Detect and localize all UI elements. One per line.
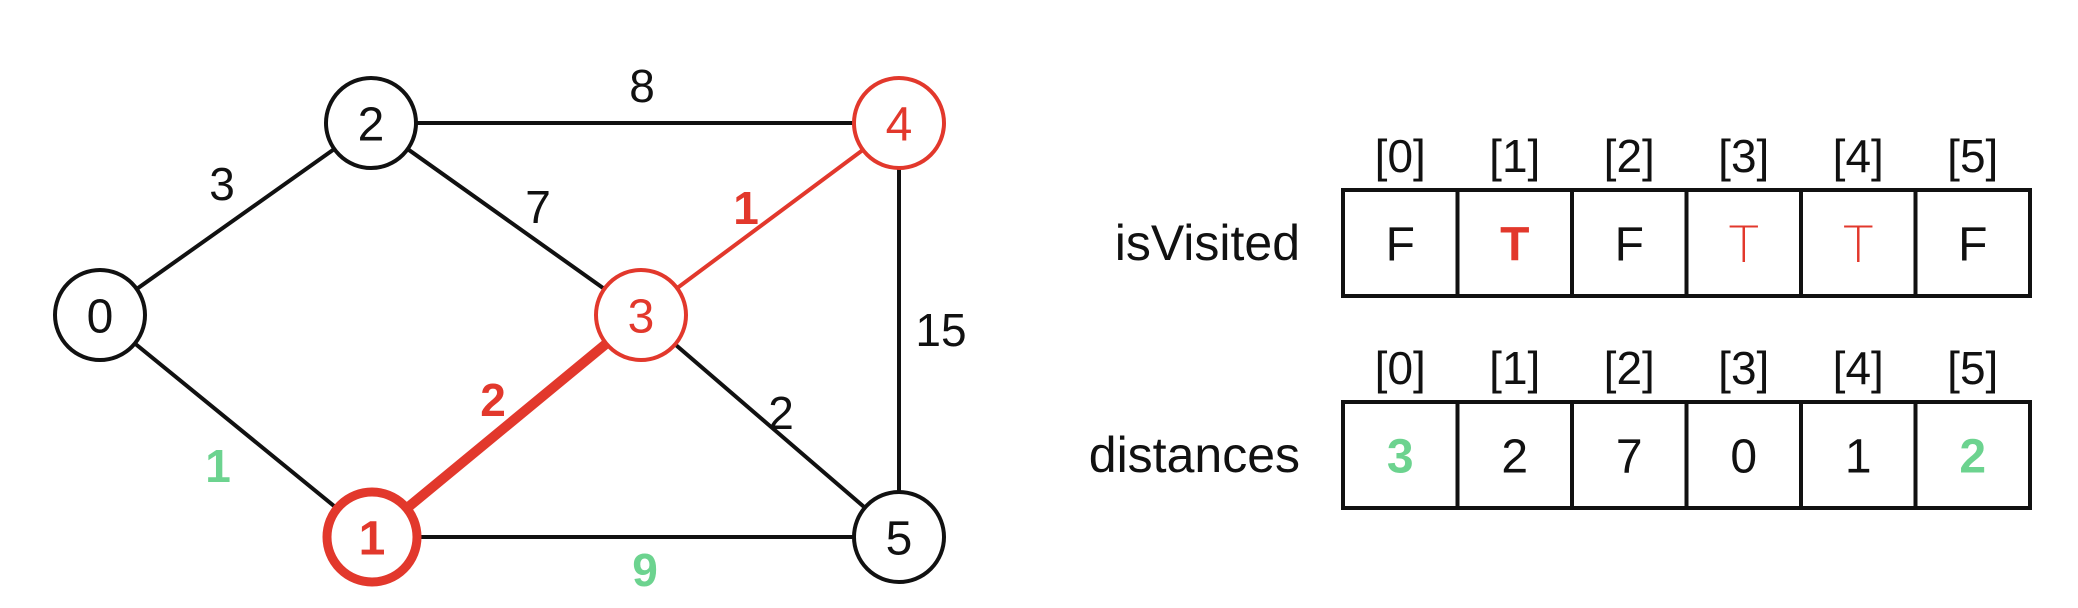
- array-index-label: [2]: [1604, 342, 1655, 394]
- edge-weight-1-5: 9: [632, 544, 658, 596]
- array-cell-distances-5: 2: [1959, 431, 1986, 484]
- array-index-label: [5]: [1947, 342, 1998, 394]
- node-5: 5: [852, 490, 946, 584]
- node-circle-1: [322, 487, 422, 587]
- array-cell-distances-0: 3: [1387, 431, 1414, 484]
- edge-weight-2-3: 7: [525, 181, 551, 233]
- array-index-label: [2]: [1604, 130, 1655, 182]
- array-cell-isVisited-2: F: [1615, 219, 1644, 272]
- array-name-isVisited: isVisited: [1115, 215, 1300, 271]
- edge-weight-4-5: 15: [915, 304, 966, 356]
- edge-weight-1-3: 2: [480, 374, 506, 426]
- edge-3-4: [639, 121, 901, 317]
- state-arrays: isVisited [0] F [1] T [2] F [3] T [4] T [5] Fdistanc…: [1089, 130, 2032, 510]
- array-distances: distances [0] 3 [1] 2 [2] 7 [3] 0 [4] 1 [5] 2: [1089, 342, 2032, 510]
- array-index-label: [0]: [1375, 130, 1426, 182]
- node-circle-5: [852, 490, 946, 584]
- edge-weight-3-4: 1: [733, 182, 759, 234]
- node-circle-3: [594, 268, 688, 362]
- node-1: 1: [322, 487, 422, 587]
- graph-edges: [98, 121, 901, 541]
- graph-nodes: 0 1 2 3 4 5: [53, 76, 946, 587]
- node-label-4: 4: [886, 99, 913, 152]
- node-label-1: 1: [359, 513, 386, 566]
- node-4: 4: [852, 76, 946, 170]
- node-circle-0: [53, 268, 147, 362]
- node-label-3: 3: [628, 291, 655, 344]
- edge-3-5: [639, 313, 901, 539]
- edge-weight-2-4: 8: [629, 60, 655, 112]
- edge-0-2: [98, 121, 373, 317]
- array-name-distances: distances: [1089, 427, 1300, 483]
- node-circle-4: [852, 76, 946, 170]
- array-index-label: [3]: [1718, 342, 1769, 394]
- edge-1-3: [368, 311, 645, 541]
- array-cell-isVisited-4: T: [1843, 216, 1874, 274]
- edge-2-3: [369, 121, 643, 317]
- node-0: 0: [53, 268, 147, 362]
- array-cell-distances-3: 0: [1730, 431, 1757, 484]
- array-index-label: [4]: [1833, 342, 1884, 394]
- array-index-label: [1]: [1489, 130, 1540, 182]
- edge-weight-0-2: 3: [209, 158, 235, 210]
- node-3: 3: [594, 268, 688, 362]
- array-cell-distances-1: 2: [1501, 431, 1528, 484]
- array-index-label: [1]: [1489, 342, 1540, 394]
- array-cell-isVisited-3: T: [1728, 216, 1759, 274]
- edge-weight-0-1: 1: [205, 440, 231, 492]
- array-cell-distances-4: 1: [1845, 431, 1872, 484]
- node-label-5: 5: [886, 513, 913, 566]
- array-isVisited: isVisited [0] F [1] T [2] F [3] T [4] T [5] F: [1115, 130, 2032, 298]
- array-cell-isVisited-0: F: [1386, 219, 1415, 272]
- edge-0-1: [98, 313, 374, 539]
- array-cell-isVisited-1: T: [1500, 219, 1529, 272]
- edge-weight-3-5: 2: [768, 387, 794, 439]
- node-label-2: 2: [358, 99, 385, 152]
- array-index-label: [3]: [1718, 130, 1769, 182]
- node-2: 2: [324, 76, 418, 170]
- node-circle-2: [324, 76, 418, 170]
- array-cell-distances-2: 7: [1616, 431, 1643, 484]
- array-index-label: [4]: [1833, 130, 1884, 182]
- array-index-label: [5]: [1947, 130, 1998, 182]
- array-index-label: [0]: [1375, 342, 1426, 394]
- array-cell-isVisited-5: F: [1958, 219, 1987, 272]
- node-label-0: 0: [87, 291, 114, 344]
